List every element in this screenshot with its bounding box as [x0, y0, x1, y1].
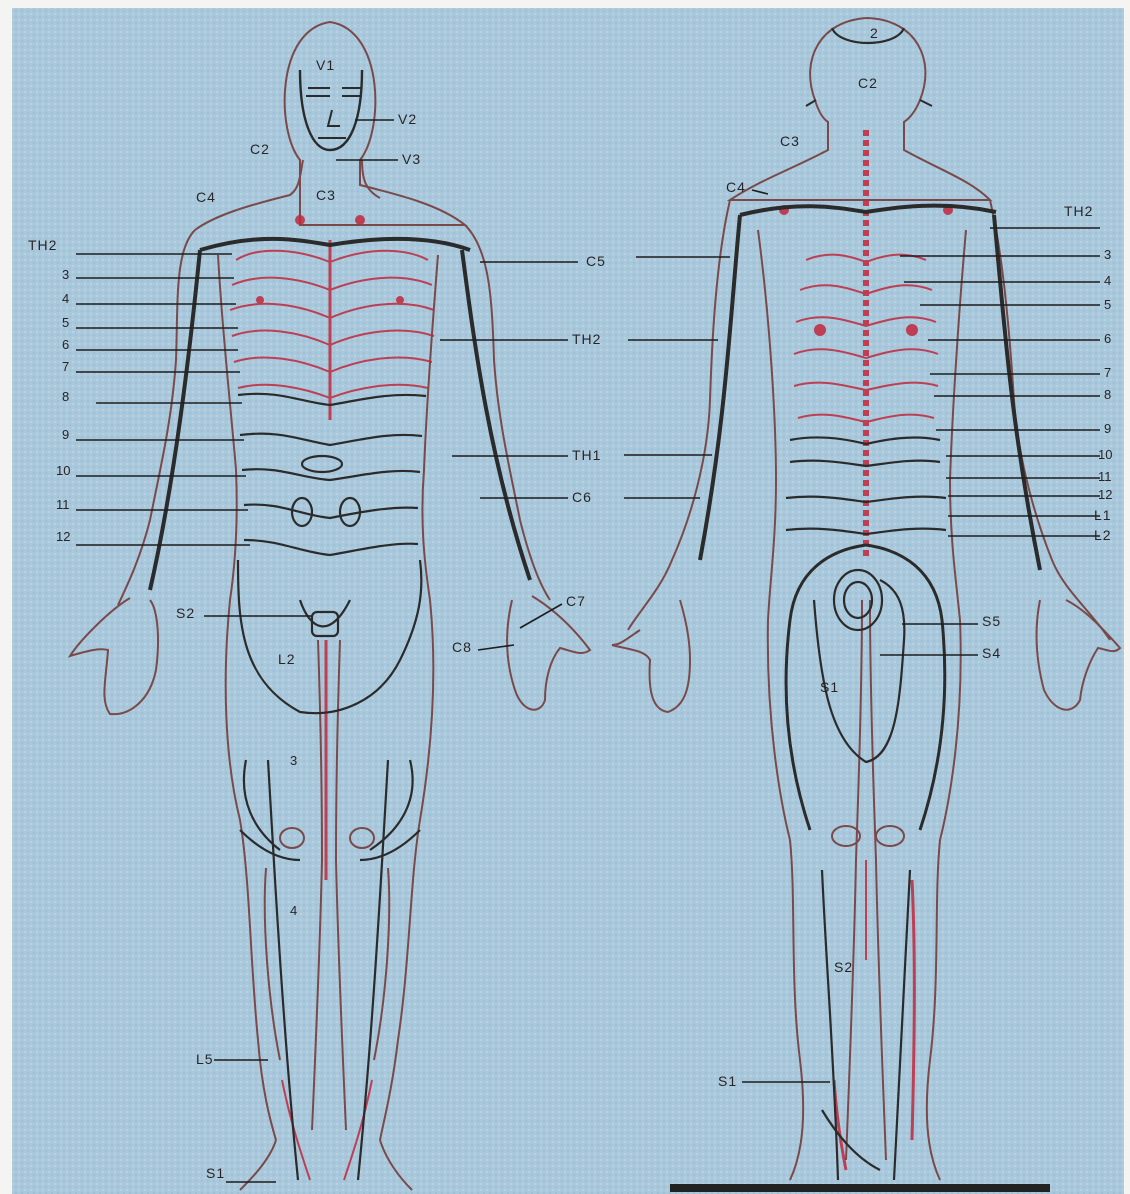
front-label-rib-3: 3: [62, 268, 69, 282]
back-label-c4: C4: [726, 180, 746, 194]
front-label-rib-4: 4: [62, 292, 69, 306]
front-label-s2: S2: [176, 606, 195, 620]
front-label-c3: C3: [316, 188, 336, 202]
front-label-rib-8: 8: [62, 390, 69, 404]
front-label-rib-7: 7: [62, 360, 69, 374]
back-label-l1: L1: [1094, 508, 1112, 522]
bottom-black-bar: [670, 1184, 1050, 1192]
front-label-rib-9: 9: [62, 428, 69, 442]
front-label-c6: C6: [572, 490, 592, 504]
back-label-th2: TH2: [1064, 204, 1093, 218]
back-label-s1: S1: [820, 680, 839, 694]
back-label-s2: S2: [834, 960, 853, 974]
back-label-t9: 9: [1104, 422, 1111, 436]
front-label-rib-11: 11: [56, 498, 70, 512]
front-label-c4: C4: [196, 190, 216, 204]
back-label-t6: 6: [1104, 332, 1111, 346]
front-label-l4: 4: [290, 904, 297, 918]
front-label-c7: C7: [566, 594, 586, 608]
front-label-rib-12: 12: [56, 530, 70, 544]
back-label-c2: C2: [858, 76, 878, 90]
front-label-c5: C5: [586, 254, 606, 268]
front-label-th1: TH1: [572, 448, 601, 462]
front-label-rib-5: 5: [62, 316, 69, 330]
back-label-t4: 4: [1104, 274, 1111, 288]
back-label-t7: 7: [1104, 366, 1111, 380]
front-label-v1: V1: [316, 58, 335, 72]
back-label-t11: 11: [1098, 470, 1112, 484]
front-label-rib-6: 6: [62, 338, 69, 352]
front-label-c8: C8: [452, 640, 472, 654]
back-label-l2: L2: [1094, 528, 1112, 542]
front-label-l3: 3: [290, 754, 297, 768]
back-label-t12: 12: [1098, 488, 1112, 502]
front-label-th2: TH2: [28, 238, 57, 252]
back-label-c3: C3: [780, 134, 800, 148]
back-label-v2: 2: [870, 26, 879, 40]
back-label-t8: 8: [1104, 388, 1111, 402]
back-label-t3: 3: [1104, 248, 1111, 262]
front-label-v2: V2: [398, 112, 417, 126]
front-label-l5: L5: [196, 1052, 214, 1066]
back-label-s5: S5: [982, 614, 1001, 628]
front-label-rib-10: 10: [56, 464, 70, 478]
back-label-t10: 10: [1098, 448, 1112, 462]
front-label-th2-arm: TH2: [572, 332, 601, 346]
front-label-s1: S1: [206, 1166, 225, 1180]
front-label-c2: C2: [250, 142, 270, 156]
back-label-s4: S4: [982, 646, 1001, 660]
front-label-l2: L2: [278, 652, 296, 666]
back-label-s1-lower: S1: [718, 1074, 737, 1088]
back-label-t5: 5: [1104, 298, 1111, 312]
front-label-v3: V3: [402, 152, 421, 166]
